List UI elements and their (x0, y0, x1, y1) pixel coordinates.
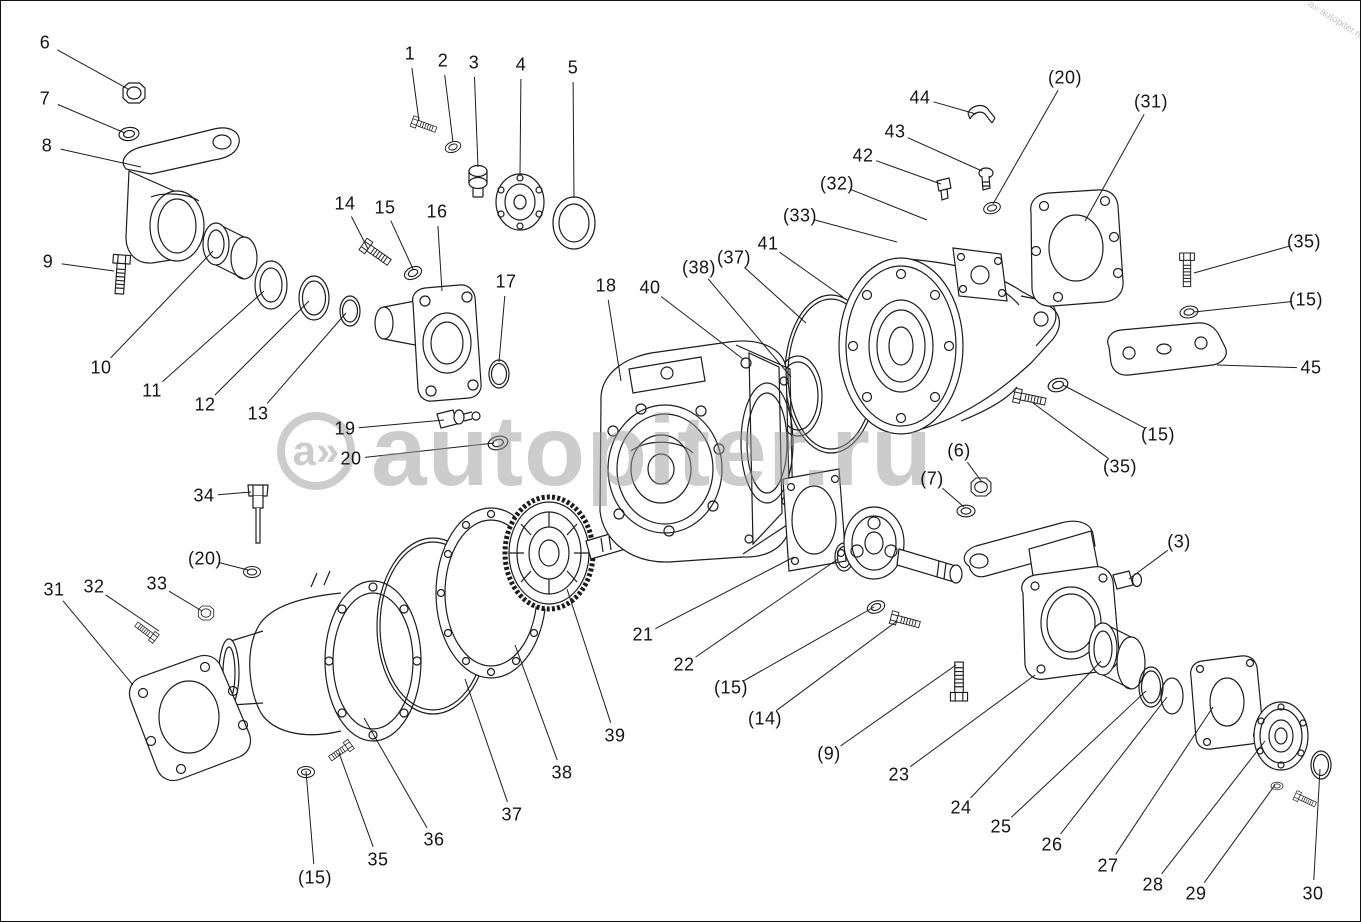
bolt-35r-icon (1179, 252, 1195, 288)
bolt-32-icon (132, 619, 160, 644)
differential-carrier-housing (599, 340, 794, 563)
bushing-24 (1088, 622, 1146, 690)
washer-15m-icon (1046, 375, 1070, 395)
gasket-plate-top-right (1030, 189, 1124, 307)
bolt-14r-icon (888, 610, 922, 632)
bolt-1-icon (409, 115, 439, 136)
bracket-45 (1107, 322, 1227, 376)
fitting-3r (1112, 570, 1143, 590)
bolt-35-icon (326, 739, 355, 764)
washer-15-icon (401, 263, 425, 283)
nut-33-icon (197, 605, 215, 621)
upper-steering-arm (117, 82, 240, 264)
breather-fitting (436, 409, 510, 453)
bushing-and-rings (202, 222, 361, 327)
axle-beam-housing (838, 247, 1060, 435)
gasket-plate-bottom-left (128, 654, 252, 782)
nut-6-icon (122, 82, 146, 104)
washer-20b-icon (242, 565, 262, 579)
leader-lines (56, 49, 1321, 883)
fittings-top-right (936, 104, 1003, 217)
bolt-35m-icon (1012, 387, 1048, 409)
washer-20tr-icon (981, 199, 1003, 217)
cv-joint (843, 506, 963, 584)
plug-34 (242, 484, 269, 579)
rings-25-26 (1138, 666, 1184, 715)
washer-7r-icon (956, 504, 976, 518)
input-flange-group (358, 237, 510, 402)
square-gasket-21 (782, 468, 847, 572)
gasket-27 (1189, 655, 1264, 750)
ring-30 (1310, 750, 1332, 780)
bolt-9-icon (110, 253, 132, 296)
bolt-14-icon (358, 237, 394, 269)
axle-housing-end (218, 570, 422, 742)
bolt-small-br-icon (1292, 790, 1318, 810)
bolt-9r-icon (949, 661, 969, 702)
hub-flange-28 (1253, 701, 1309, 771)
washer-15c-icon (865, 597, 887, 617)
washer-7-icon (117, 125, 141, 143)
